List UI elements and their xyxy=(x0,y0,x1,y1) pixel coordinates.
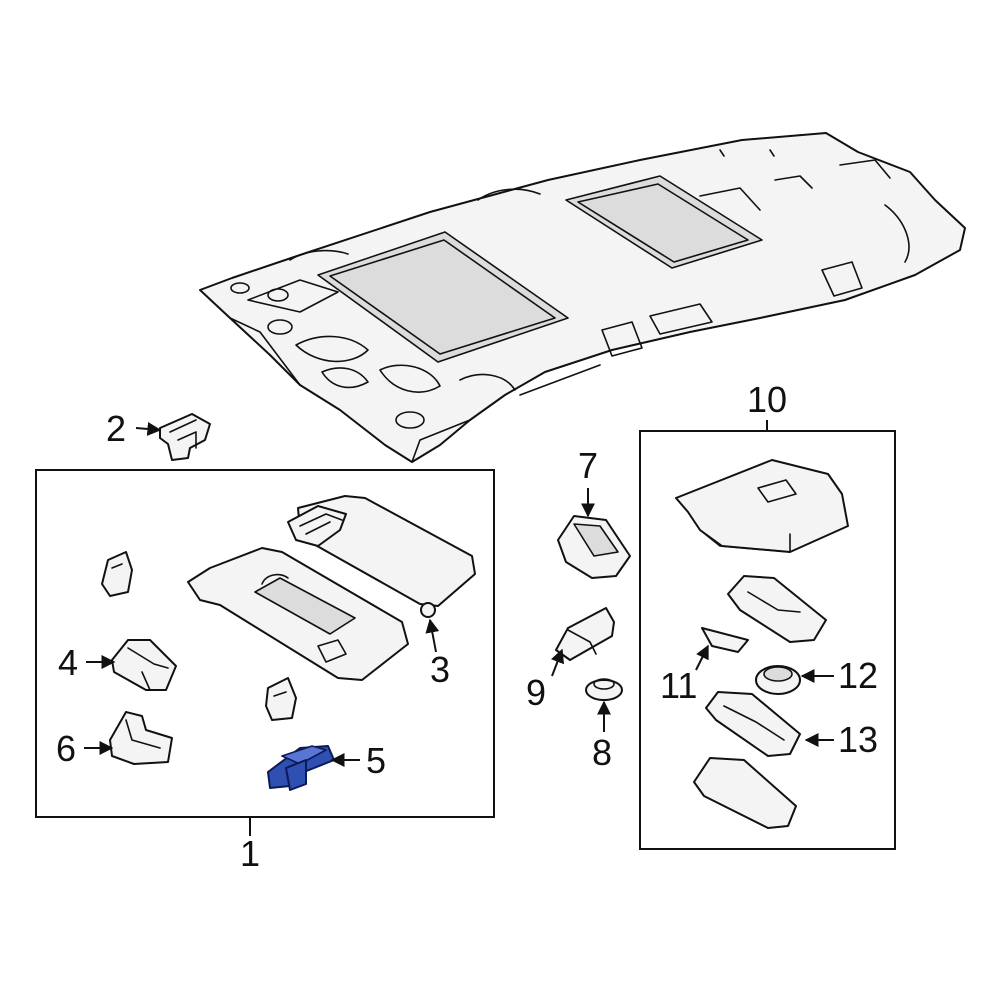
callout-13: 13 xyxy=(838,719,878,760)
callout-12: 12 xyxy=(838,655,878,696)
part-9-lamp-lens[interactable] xyxy=(555,607,615,661)
callout-7: 7 xyxy=(578,445,598,486)
headliner[interactable] xyxy=(199,132,966,463)
visor-clip-lower[interactable] xyxy=(265,677,297,721)
overhead-console-housing[interactable] xyxy=(675,459,849,553)
sun-visor-left[interactable] xyxy=(187,547,409,681)
callout-9: 9 xyxy=(526,672,546,713)
part-2-clip[interactable] xyxy=(159,413,211,461)
callout-3: 3 xyxy=(430,649,450,690)
callout-2: 2 xyxy=(106,408,126,449)
part-7-dome-lamp[interactable] xyxy=(557,515,631,579)
part-3-pin[interactable] xyxy=(420,602,436,618)
part-11-lens[interactable] xyxy=(701,627,749,653)
sun-visor-right[interactable] xyxy=(287,495,476,607)
console-cover[interactable] xyxy=(693,757,797,829)
callout-11: 11 xyxy=(660,665,697,706)
visor-clip-upper[interactable] xyxy=(101,551,133,597)
callout-1: 1 xyxy=(240,833,260,874)
part-6-holder[interactable] xyxy=(109,711,173,765)
callout-6: 6 xyxy=(56,728,76,769)
leader-lines xyxy=(84,420,834,836)
callout-8: 8 xyxy=(592,732,612,773)
callout-4: 4 xyxy=(58,642,78,683)
part-12-knob[interactable] xyxy=(755,665,801,695)
part-5-bracket-highlighted[interactable] xyxy=(267,745,335,791)
callout-5: 5 xyxy=(366,740,386,781)
part-4-holder[interactable] xyxy=(111,639,177,691)
group-box-1 xyxy=(35,469,495,818)
console-bezel[interactable] xyxy=(727,575,827,643)
part-13-switch-panel[interactable] xyxy=(705,691,801,757)
callout-10: 10 xyxy=(747,379,787,420)
part-8-plug[interactable] xyxy=(585,678,623,701)
